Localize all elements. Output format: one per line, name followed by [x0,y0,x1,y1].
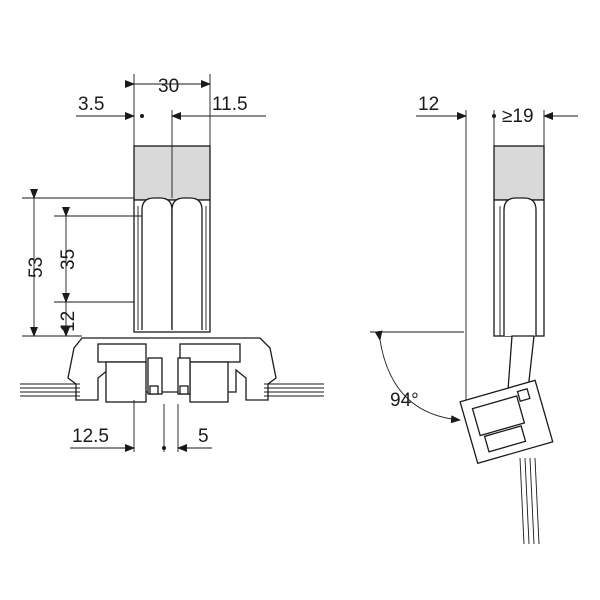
hinge-left-half [141,197,173,330]
cables-left [20,383,80,397]
side-view [370,110,578,545]
hinge-right-half [171,197,203,330]
dim-bottom-left: 12.5 [72,426,109,447]
side-panel-top [493,145,545,201]
front-view [20,74,324,452]
cables-right [264,383,324,397]
dim-opening-angle: 94° [390,390,419,411]
dim-right-offset: 11.5 [212,94,248,115]
opened-hinge-block [459,379,554,465]
dim-bottom-right: 5 [198,426,209,447]
dim-height-12: 12 [58,311,79,332]
dim-left-offset: 3.5 [78,94,104,115]
side-cable [519,457,540,545]
dim-height-53: 53 [26,257,47,278]
dim-height-35: 35 [58,249,79,270]
dim-side-min-thickness: ≥19 [502,106,534,127]
dim-width-total: 30 [158,76,179,97]
dim-side-offset: 12 [418,94,439,115]
